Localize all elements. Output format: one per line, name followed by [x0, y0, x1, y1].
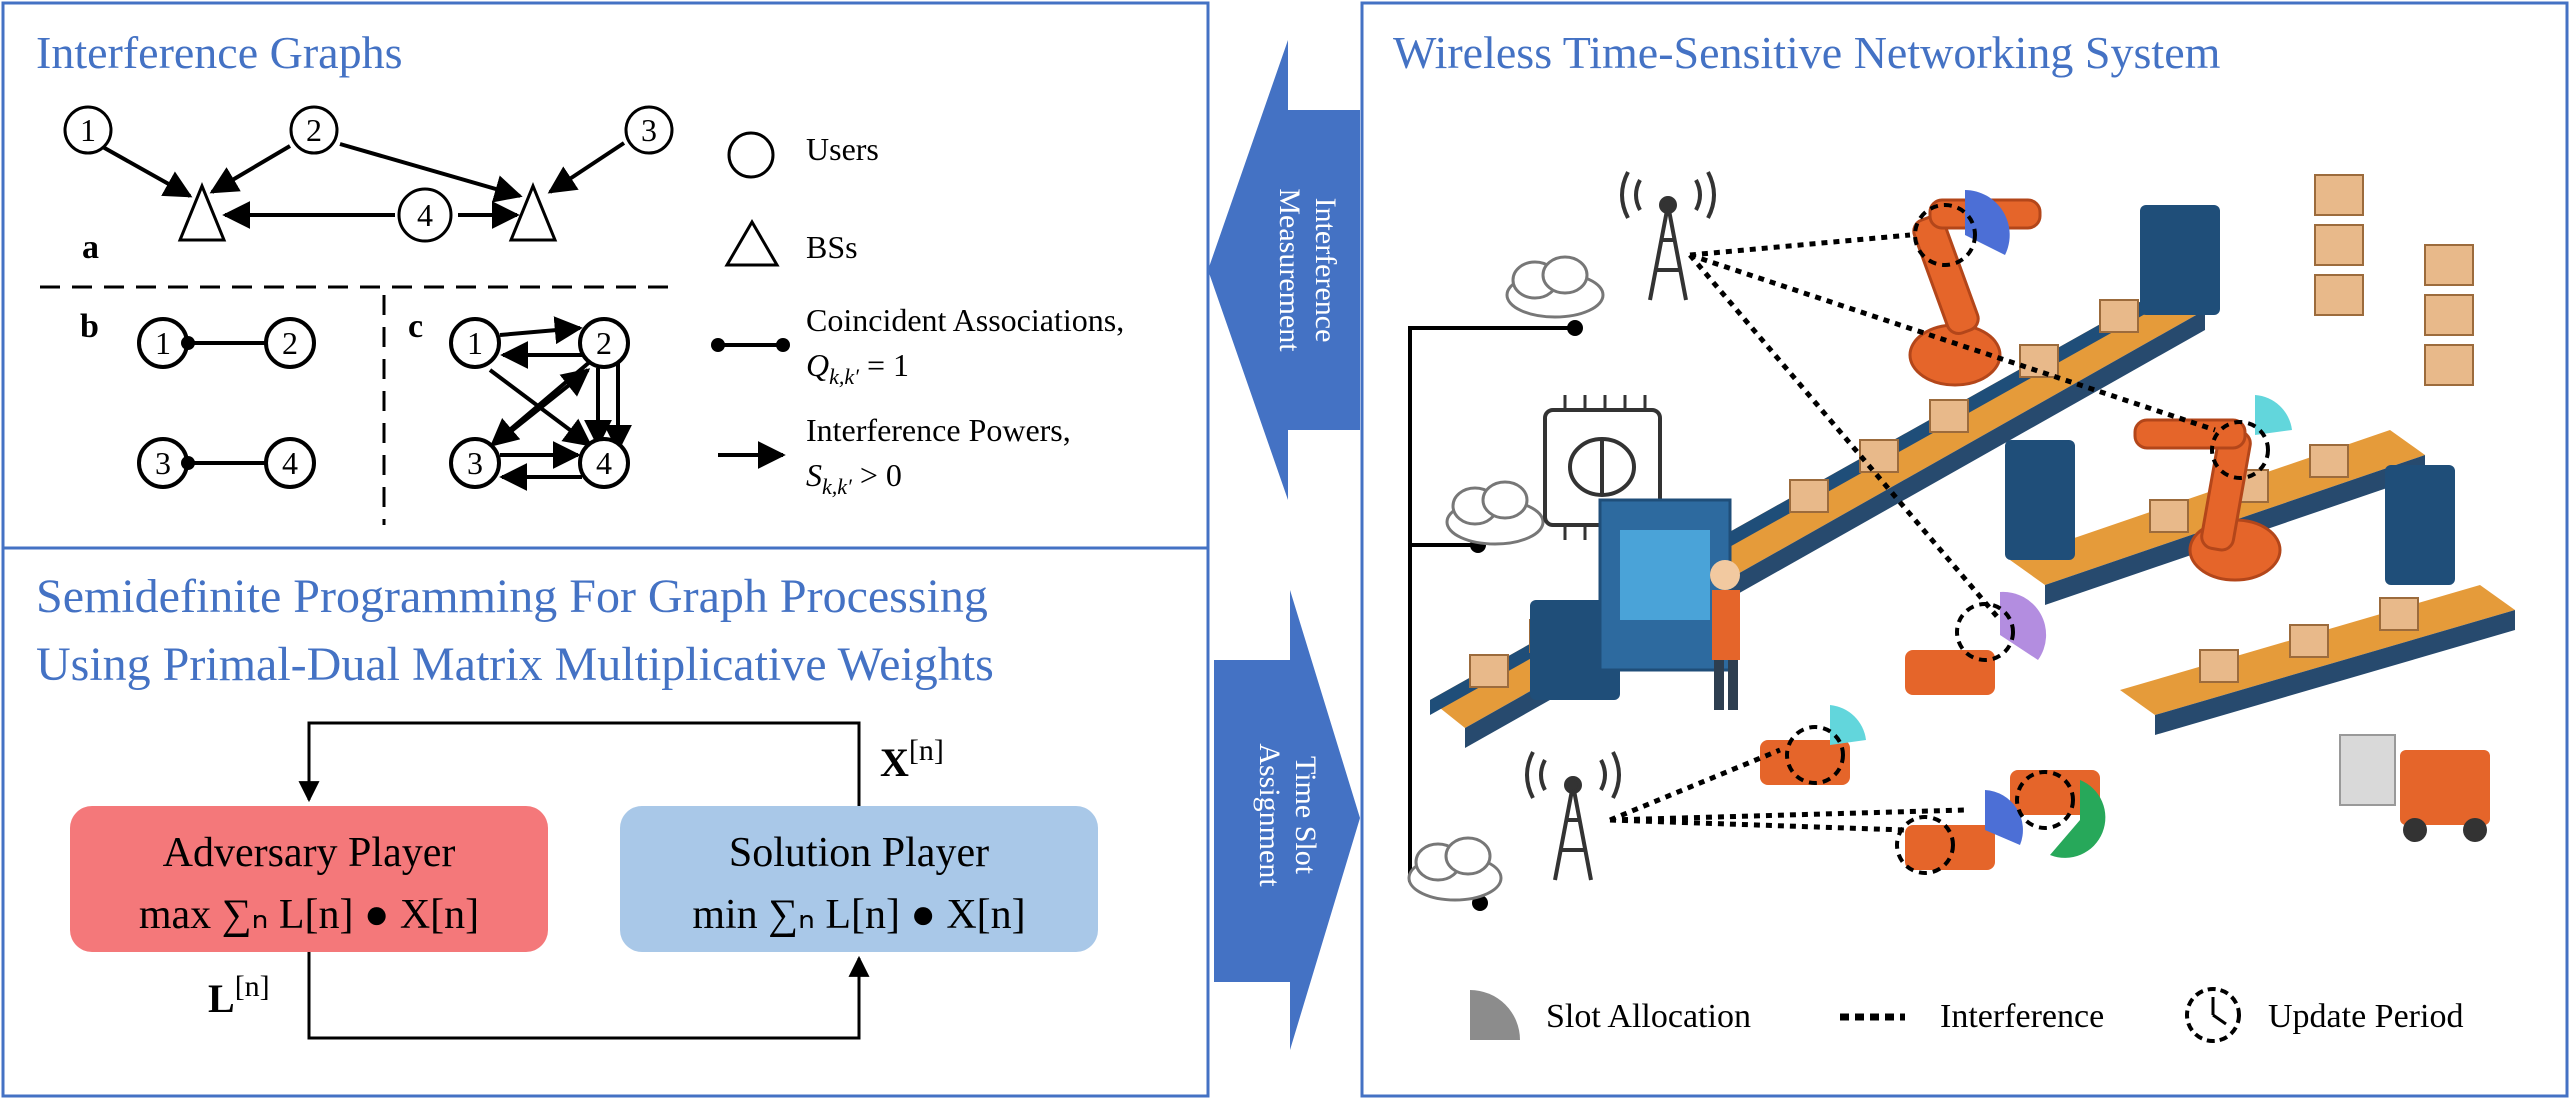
label-a: a	[82, 229, 99, 266]
graph-c-nodes	[449, 317, 630, 489]
system-title: Wireless Time-Sensitive Networking Syste…	[1393, 27, 2221, 78]
user-node-3	[624, 105, 674, 155]
graph-a	[100, 141, 626, 229]
interference-title: Interference Graphs	[36, 27, 403, 78]
agv-robot	[1760, 650, 2100, 870]
tower-icon	[1525, 751, 1621, 881]
system-panel	[1360, 1, 2569, 1098]
update-period-icon	[2185, 987, 2241, 1043]
node-label: 1	[155, 325, 171, 361]
user-node-4	[397, 187, 453, 243]
node-label: 4	[596, 445, 612, 481]
legend-users: Users	[806, 131, 879, 167]
graph-legend: Users BSs Coincident Associations, Qk,k′…	[711, 131, 1124, 499]
slot-allocation-wedges	[1830, 190, 2292, 858]
solution-formula: min ∑ₙ L[n] ● X[n]	[692, 892, 1025, 938]
cloud-icon	[1407, 836, 1503, 902]
bs-triangle-1	[177, 182, 227, 242]
feedback-loop	[298, 721, 870, 1040]
legend-power: Interference Powers,	[806, 412, 1071, 448]
x-label: X[n]	[880, 734, 944, 785]
adversary-player-box	[70, 806, 548, 952]
legend-assoc: Coincident Associations,	[806, 302, 1124, 338]
node-label: 1	[467, 325, 483, 361]
forklift	[2339, 734, 2490, 842]
legend-slot: Slot Allocation	[1546, 998, 1751, 1035]
sdp-title-line2: Using Primal-Dual Matrix Multiplicative …	[36, 638, 994, 691]
legend-assoc-math: Qk,k′ = 1	[806, 347, 909, 389]
interference-lines	[1609, 232, 2216, 833]
legend-interference: Interference	[1940, 998, 2104, 1035]
node-label: 2	[306, 112, 322, 148]
conveyor-belt	[2120, 585, 2515, 735]
cloud-icon	[1505, 255, 1605, 319]
slot-allocation-icon	[1470, 990, 1520, 1040]
control-station	[1598, 498, 1740, 710]
update-period-clocks	[1785, 203, 2270, 875]
tower-icon	[1620, 171, 1716, 301]
node-label: 4	[282, 445, 298, 481]
conveyor-gate	[1530, 205, 2455, 700]
node-label: 3	[467, 445, 483, 481]
legend-update: Update Period	[2268, 998, 2463, 1035]
node-label: 2	[596, 325, 612, 361]
svg-text:Time Slot: Time Slot	[1289, 756, 1322, 875]
svg-text:Measurement: Measurement	[1273, 188, 1306, 352]
label-b: b	[80, 308, 99, 345]
adversary-name: Adversary Player	[163, 830, 456, 876]
user-node-2	[289, 105, 339, 155]
node-label: 3	[155, 445, 171, 481]
sdp-title-line1: Semidefinite Programming For Graph Proce…	[36, 570, 988, 623]
label-c: c	[408, 308, 423, 345]
svg-text:Interference: Interference	[1309, 198, 1342, 343]
sdp-panel	[1, 546, 1210, 1098]
svg-text:Assignment: Assignment	[1253, 743, 1286, 887]
legend-power-math: Sk,k′ > 0	[806, 457, 902, 499]
bs-triangle-2	[508, 182, 558, 242]
graph-a-nodes	[63, 105, 674, 243]
adversary-formula: max ∑ₙ L[n] ● X[n]	[139, 892, 479, 938]
users-legend-icon	[727, 131, 775, 179]
l-label: L[n]	[208, 970, 270, 1021]
cloud-icon	[1445, 480, 1545, 546]
graph-c	[488, 316, 632, 491]
node-label: 1	[80, 112, 96, 148]
interference-measurement-arrow: Interference Measurement	[1208, 40, 1360, 500]
factory-illustration	[1407, 171, 2515, 911]
graph-b	[137, 317, 316, 489]
storage-shelf	[2314, 174, 2474, 386]
legend-bss: BSs	[806, 229, 858, 265]
node-label: 3	[641, 112, 657, 148]
system-legend: Slot Allocation Interference Update Peri…	[1470, 987, 2463, 1043]
time-slot-assignment-arrow: Time Slot Assignment	[1214, 590, 1360, 1050]
node-label: 2	[282, 325, 298, 361]
solution-name: Solution Player	[729, 830, 989, 876]
bs-legend-icon	[724, 219, 780, 267]
robot-arm	[1908, 198, 2282, 582]
solution-player-box	[620, 806, 1098, 952]
node-label: 4	[417, 197, 433, 233]
user-node-1	[63, 105, 113, 155]
